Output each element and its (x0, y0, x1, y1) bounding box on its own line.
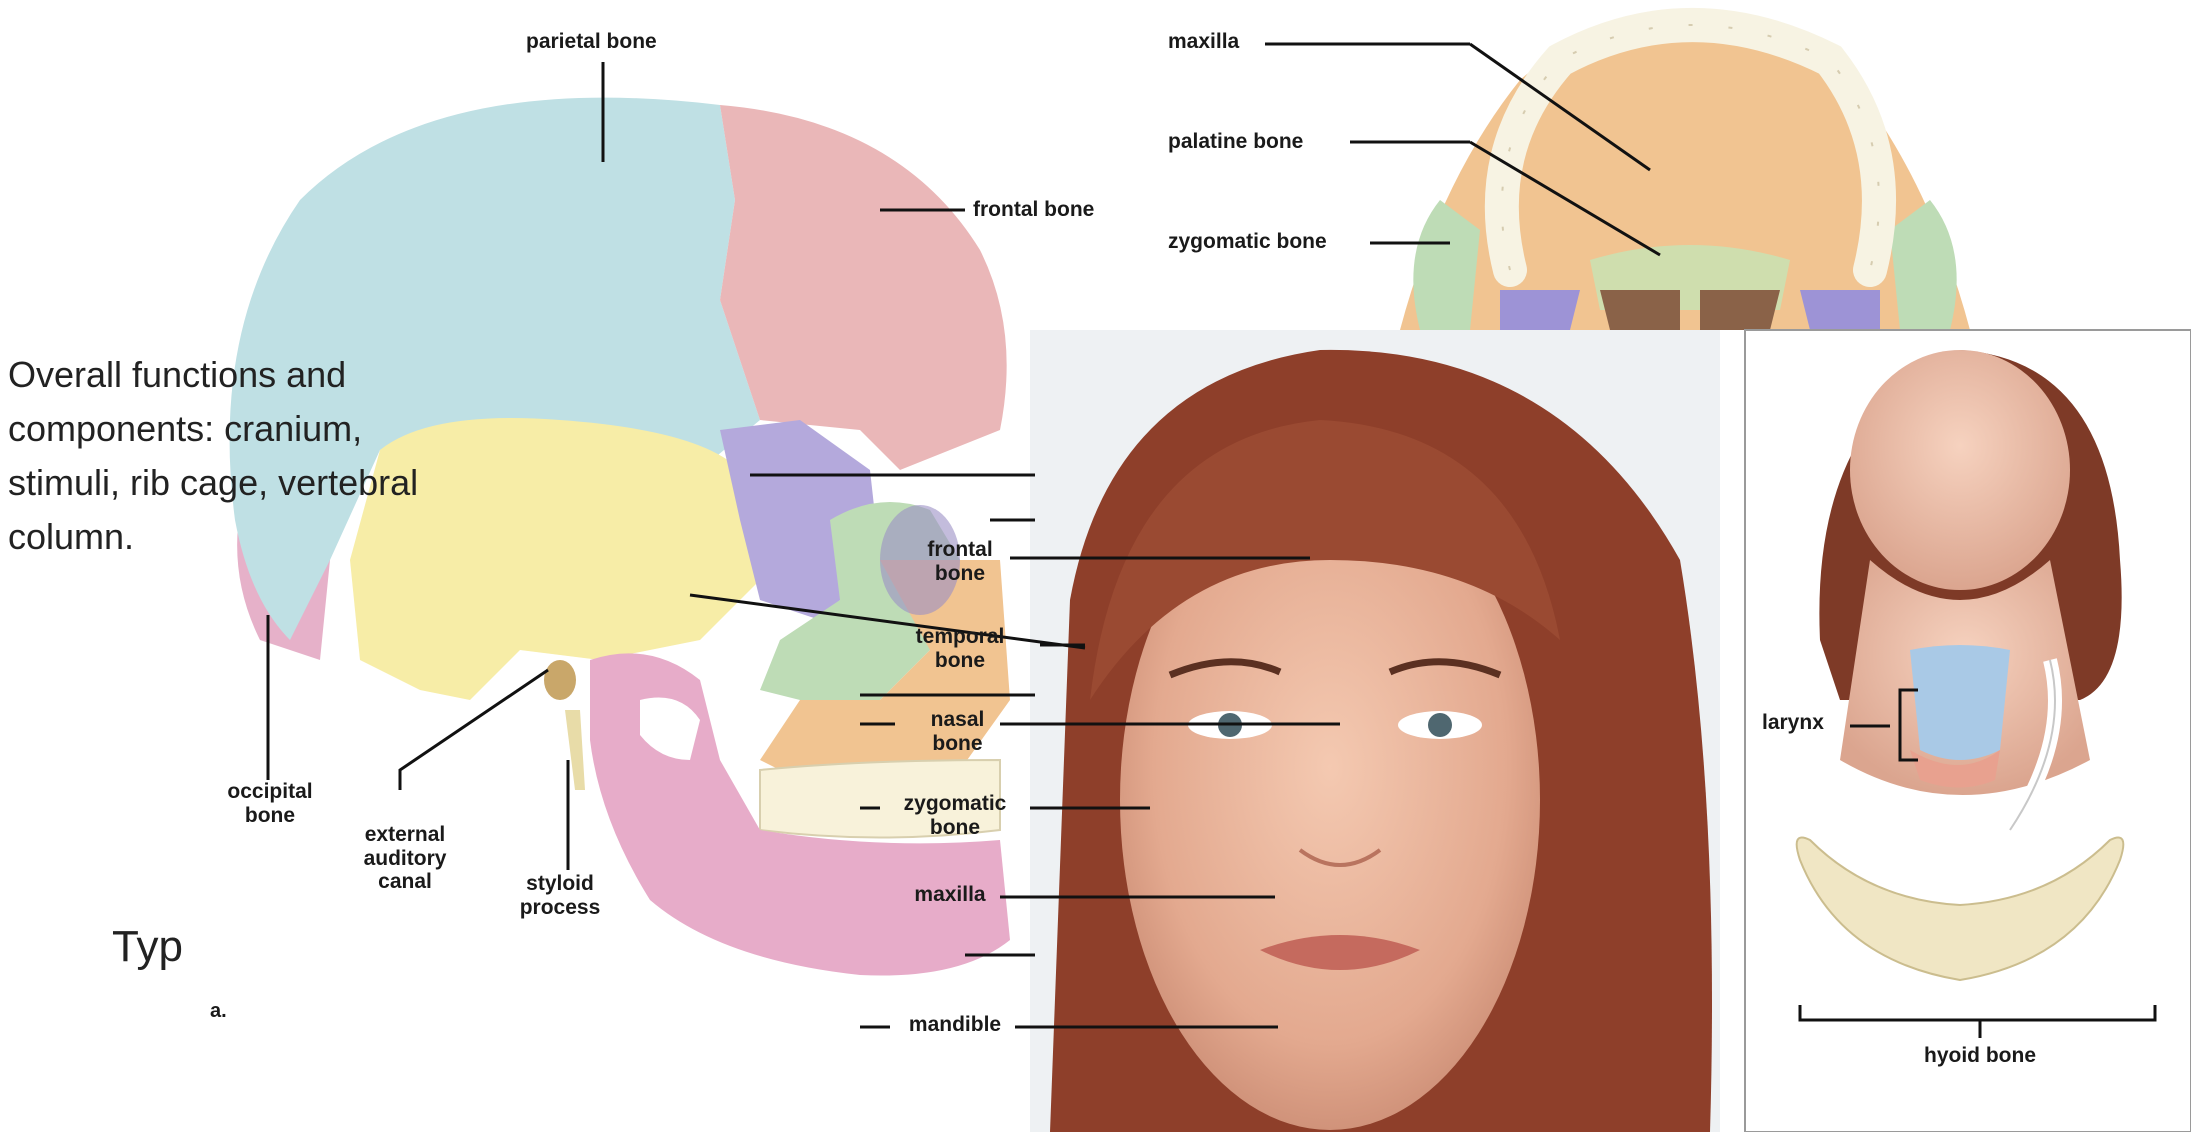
label-frontal-bone-face: frontal bone (900, 538, 1020, 585)
label-frontal-face-line-2: bone (900, 562, 1020, 586)
label-styloid-process: styloid process (500, 872, 620, 919)
overview-line-1: Overall functions and (8, 348, 418, 402)
label-external-auditory-canal: external auditory canal (340, 823, 470, 894)
label-temporal-bone-face: temporal bone (895, 625, 1025, 672)
label-zygomatic-bone-palate: zygomatic bone (1168, 230, 1327, 254)
label-parietal-bone: parietal bone (526, 30, 657, 54)
label-auditory-line-2: auditory (340, 847, 470, 871)
label-frontal-bone-lateral: frontal bone (973, 198, 1094, 222)
label-frontal-face-line-1: frontal (900, 538, 1020, 562)
label-styloid-line-2: process (500, 896, 620, 920)
label-nasal-face-line-1: nasal (895, 708, 1020, 732)
partial-heading: Typ (112, 922, 183, 972)
label-temporal-face-line-1: temporal (895, 625, 1025, 649)
label-zygomatic-face-line-1: zygomatic (880, 792, 1030, 816)
label-occipital-line-2: bone (205, 804, 335, 828)
label-occipital-bone: occipital bone (205, 780, 335, 827)
hyoid-bracket (1800, 1005, 2155, 1020)
leader-line-palatine-2 (1470, 142, 1660, 255)
overview-text-block: Overall functions and components: craniu… (8, 348, 418, 564)
label-maxilla-face: maxilla (900, 883, 1000, 907)
label-palatine-bone: palatine bone (1168, 130, 1303, 154)
label-maxilla-palate: maxilla (1168, 30, 1239, 54)
leader-line-skull-3 (690, 595, 1085, 648)
leader-line-maxilla-palate-2 (1470, 44, 1650, 170)
leader-line-auditory (400, 670, 548, 790)
overview-line-2: components: cranium, (8, 402, 418, 456)
overview-line-3: stimuli, rib cage, vertebral (8, 456, 418, 510)
label-temporal-face-line-2: bone (895, 649, 1025, 673)
label-auditory-line-3: canal (340, 870, 470, 894)
label-nasal-face-line-2: bone (895, 732, 1020, 756)
panel-letter-a: a. (210, 1000, 227, 1022)
label-larynx: larynx (1762, 711, 1824, 735)
label-zygomatic-bone-face: zygomatic bone (880, 792, 1030, 839)
label-auditory-line-1: external (340, 823, 470, 847)
label-nasal-bone-face: nasal bone (895, 708, 1020, 755)
larynx-bracket (1900, 690, 1918, 760)
overview-line-4: column. (8, 510, 418, 564)
label-styloid-line-1: styloid (500, 872, 620, 896)
label-zygomatic-face-line-2: bone (880, 816, 1030, 840)
label-mandible-face: mandible (895, 1013, 1015, 1037)
label-hyoid-bone: hyoid bone (1900, 1044, 2060, 1068)
label-occipital-line-1: occipital (205, 780, 335, 804)
